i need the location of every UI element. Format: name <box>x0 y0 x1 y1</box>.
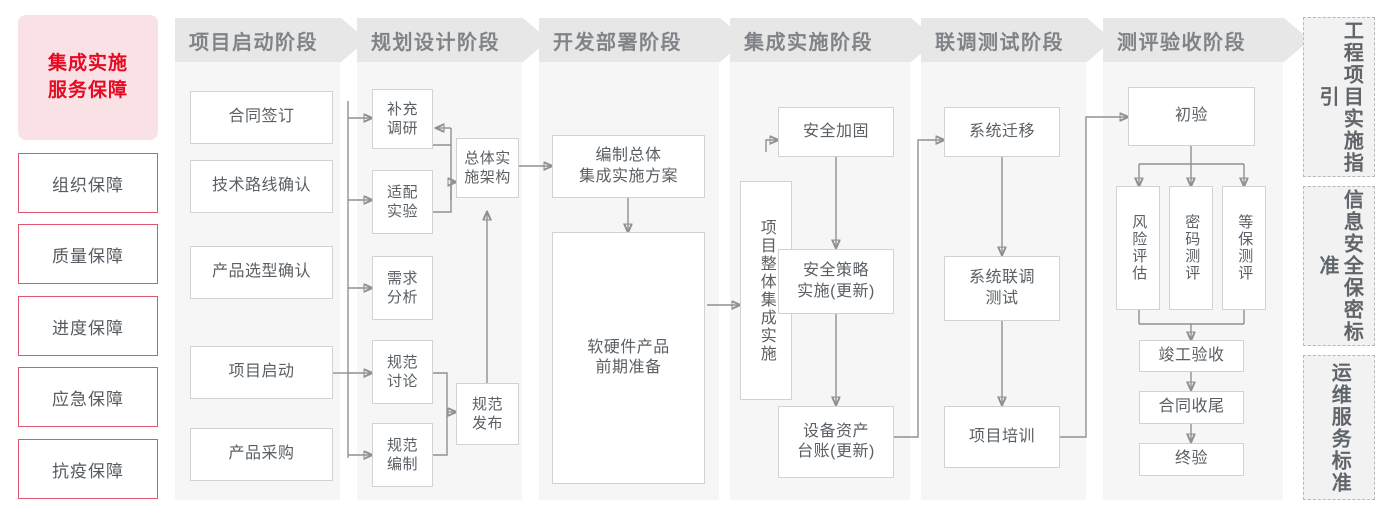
node-label: 竣工验收 <box>1158 346 1225 364</box>
header-gap-5 <box>1086 62 1103 500</box>
node-label: 软硬件产品 前期准备 <box>587 338 670 376</box>
guarantee-item-organization[interactable]: 组织保障 <box>18 153 158 213</box>
node-label: 终验 <box>1174 450 1208 468</box>
node-joint-debug-test[interactable]: 系统联调 测试 <box>944 256 1060 321</box>
phase-header-planning[interactable]: 规划设计阶段 <box>357 18 549 62</box>
guarantee-item-label: 组织保障 <box>52 175 124 195</box>
standard-label: 信息安全保密标准 <box>1316 189 1363 343</box>
standard-label: 运维服务标准 <box>1328 361 1351 494</box>
node-hw-sw-preparation[interactable]: 软硬件产品 前期准备 <box>552 232 705 484</box>
node-security-hardening[interactable]: 安全加固 <box>778 107 894 157</box>
node-spec-drafting[interactable]: 规范 编制 <box>372 423 433 487</box>
node-adaptation-test[interactable]: 适配 实验 <box>372 170 433 234</box>
node-label: 初验 <box>1174 107 1208 125</box>
node-label: 需求 分析 <box>386 269 418 306</box>
node-label: 规范 发布 <box>471 395 503 432</box>
node-contract-signing[interactable]: 合同签订 <box>190 91 333 144</box>
node-asset-ledger[interactable]: 设备资产 台账(更新) <box>778 406 894 478</box>
guarantee-title-line2: 服务保障 <box>47 79 128 101</box>
node-project-training[interactable]: 项目培训 <box>944 406 1060 468</box>
header-gap-4 <box>910 62 921 500</box>
node-overall-architecture[interactable]: 总体实 施架构 <box>456 138 519 198</box>
node-label: 安全加固 <box>802 122 869 140</box>
node-completion-acceptance[interactable]: 竣工验收 <box>1139 340 1244 372</box>
node-label: 密码测评 <box>1183 214 1201 282</box>
node-final-acceptance[interactable]: 终验 <box>1139 443 1244 476</box>
node-security-policy[interactable]: 安全策略 实施(更新) <box>778 249 894 314</box>
node-risk-assessment[interactable]: 风险评估 <box>1116 186 1160 310</box>
node-label: 项目启动 <box>228 363 295 381</box>
guarantee-item-schedule[interactable]: 进度保障 <box>18 296 158 356</box>
guarantee-item-label: 应急保障 <box>52 389 124 409</box>
node-label: 合同收尾 <box>1158 398 1225 416</box>
guarantee-item-label: 抗疫保障 <box>52 461 124 481</box>
phase-header-label: 集成实施阶段 <box>744 31 873 54</box>
phase-header-jointtest[interactable]: 联调测试阶段 <box>921 18 1113 62</box>
phase-header-startup[interactable]: 项目启动阶段 <box>175 18 367 62</box>
node-label: 等保测评 <box>1236 214 1254 282</box>
standard-label: 工程项目实施指引 <box>1316 20 1363 174</box>
node-requirement-analysis[interactable]: 需求 分析 <box>372 256 433 320</box>
guarantee-title-card: 集成实施 服务保障 <box>18 15 158 140</box>
phase-header-integration[interactable]: 集成实施阶段 <box>730 18 937 62</box>
node-technical-route[interactable]: 技术路线确认 <box>190 160 333 213</box>
guarantee-item-quality[interactable]: 质量保障 <box>18 224 158 284</box>
phase-header-acceptance[interactable]: 测评验收阶段 <box>1103 18 1310 62</box>
node-spec-discussion[interactable]: 规范 讨论 <box>372 340 433 404</box>
node-label: 规范 编制 <box>386 436 418 473</box>
node-label: 技术路线确认 <box>211 177 311 195</box>
header-gap-3 <box>719 62 730 500</box>
node-label: 产品采购 <box>228 445 295 463</box>
node-grade-protection-evaluation[interactable]: 等保测评 <box>1222 186 1266 310</box>
node-label: 编制总体 集成实施方案 <box>578 147 678 185</box>
node-label: 适配 实验 <box>386 183 418 220</box>
node-label: 总体实 施架构 <box>464 149 511 186</box>
standard-operations-service[interactable]: 运维服务标准 <box>1303 355 1375 500</box>
node-spec-release[interactable]: 规范 发布 <box>456 383 519 445</box>
node-crypto-evaluation[interactable]: 密码测评 <box>1169 186 1213 310</box>
node-product-selection[interactable]: 产品选型确认 <box>190 246 333 299</box>
guarantee-item-label: 质量保障 <box>52 246 124 266</box>
standard-information-security[interactable]: 信息安全保密标准 <box>1303 186 1375 346</box>
header-gap-2 <box>522 62 539 500</box>
node-label: 项目整体集成实施 <box>757 218 775 363</box>
phase-header-label: 项目启动阶段 <box>189 31 318 54</box>
phase-header-label: 规划设计阶段 <box>371 31 500 54</box>
guarantee-item-epidemic[interactable]: 抗疫保障 <box>18 439 158 499</box>
guarantee-title-line1: 集成实施 <box>47 53 128 75</box>
guarantee-item-emergency[interactable]: 应急保障 <box>18 367 158 427</box>
phase-header-label: 联调测试阶段 <box>935 31 1064 54</box>
guarantee-item-label: 进度保障 <box>52 318 124 338</box>
node-label: 补充 调研 <box>386 100 418 137</box>
phase-header-deploy[interactable]: 开发部署阶段 <box>539 18 746 62</box>
header-gap-1 <box>340 62 357 500</box>
node-label: 产品选型确认 <box>211 263 311 281</box>
node-label: 系统联调 测试 <box>968 269 1035 307</box>
node-initial-acceptance[interactable]: 初验 <box>1128 87 1255 146</box>
node-supplementary-survey[interactable]: 补充 调研 <box>372 89 433 149</box>
node-label: 合同签订 <box>228 108 295 126</box>
node-label: 设备资产 台账(更新) <box>797 422 875 460</box>
node-label: 安全策略 实施(更新) <box>797 262 875 300</box>
node-label: 项目培训 <box>968 427 1035 445</box>
node-label: 系统迁移 <box>968 122 1035 140</box>
standard-engineering-guideline[interactable]: 工程项目实施指引 <box>1303 17 1375 177</box>
node-label: 规范 讨论 <box>386 353 418 390</box>
node-label: 风险评估 <box>1130 214 1148 282</box>
node-system-migration[interactable]: 系统迁移 <box>944 107 1060 157</box>
node-product-purchase[interactable]: 产品采购 <box>190 428 333 481</box>
phase-header-label: 开发部署阶段 <box>553 31 682 54</box>
node-contract-closeout[interactable]: 合同收尾 <box>1139 391 1244 424</box>
node-overall-plan-drafting[interactable]: 编制总体 集成实施方案 <box>552 135 705 198</box>
node-project-kickoff[interactable]: 项目启动 <box>190 346 333 399</box>
phase-header-label: 测评验收阶段 <box>1117 31 1246 54</box>
